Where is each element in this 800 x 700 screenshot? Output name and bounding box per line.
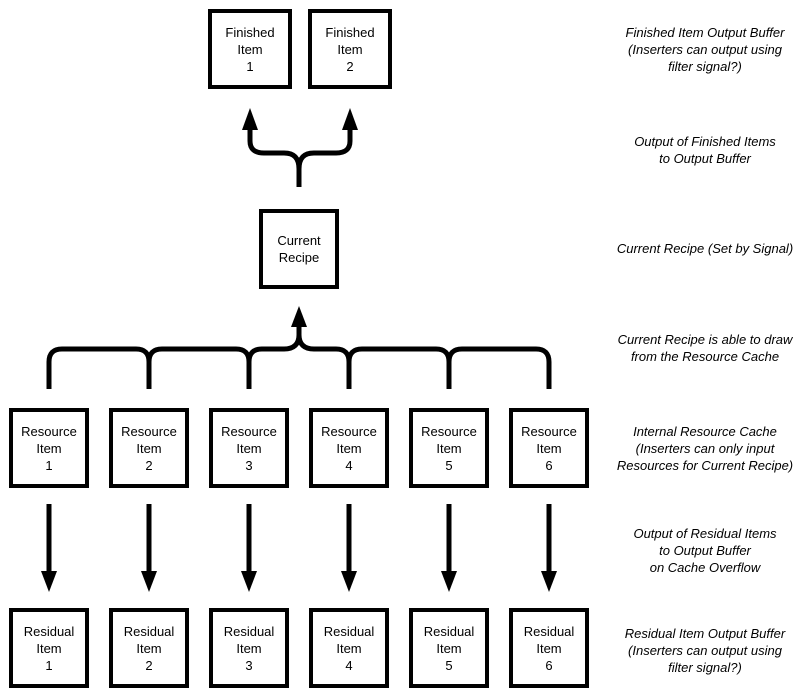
arrowhead-up-finished-1-icon [242,108,258,130]
resource-item-2-label: Resource Item 2 [121,423,177,473]
finished-item-2-box: Finished Item 2 [308,9,392,89]
residual-item-4-label: Residual Item 4 [323,623,375,673]
bus-bridge-2-3-connector [146,346,252,389]
residual-item-2-label: Residual Item 2 [123,623,175,673]
residual-item-3-box: Residual Item 3 [209,608,289,688]
resource-item-2-box: Resource Item 2 [109,408,189,488]
resource-item-1-label: Resource Item 1 [21,423,77,473]
resource-item-4-label: Resource Item 4 [321,423,377,473]
finished-item-1-box: Finished Item 1 [208,9,292,89]
residual-item-6-label: Residual Item 6 [523,623,575,673]
residual-item-1-box: Residual Item 1 [9,608,89,688]
residual-item-1-label: Residual Item 1 [23,623,75,673]
bus-bridge-1-2-connector [46,346,152,389]
annotation-output-finished-items: Output of Finished Items to Output Buffe… [634,134,776,166]
current-recipe-label: Current Recipe [277,233,321,265]
residual-item-5-label: Residual Item 5 [423,623,475,673]
resource-item-3-box: Resource Item 3 [209,408,289,488]
arrowhead-down-residual-6-icon [541,571,557,592]
residual-item-4-box: Residual Item 4 [309,608,389,688]
residual-item-3-label: Residual Item 3 [223,623,275,673]
resource-item-6-box: Resource Item 6 [509,408,589,488]
arrowhead-up-finished-2-icon [342,108,358,130]
fork-to-finished-right-connector [296,130,353,187]
residual-item-6-box: Residual Item 6 [509,608,589,688]
fork-to-finished-left-connector [247,130,302,187]
resource-item-4-box: Resource Item 4 [309,408,389,488]
annotation-residual-output-buffer: Residual Item Output Buffer (Inserters c… [624,626,786,675]
arrowhead-up-current-recipe-icon [291,306,307,327]
annotation-recipe-draws-cache: Current Recipe is able to draw from the … [617,332,793,364]
annotation-internal-resource-cache: Internal Resource Cache (Inserters can o… [616,424,794,473]
resource-item-5-label: Resource Item 5 [421,423,477,473]
bus-bridge-5-6-connector [446,346,552,389]
resource-item-5-box: Resource Item 5 [409,408,489,488]
annotation-current-recipe-signal: Current Recipe (Set by Signal) [616,241,794,256]
residual-item-2-box: Residual Item 2 [109,608,189,688]
finished-item-1-label: Finished Item 1 [225,24,275,74]
bus-bridge-center-4-connector [296,327,352,389]
bus-bridge-3-center-connector [246,327,302,389]
resource-item-3-label: Resource Item 3 [221,423,277,473]
bus-bridge-4-5-connector [346,346,452,389]
resource-item-6-label: Resource Item 6 [521,423,577,473]
residual-item-5-box: Residual Item 5 [409,608,489,688]
arrowhead-down-residual-1-icon [41,571,57,592]
finished-item-2-label: Finished Item 2 [325,24,375,74]
annotation-finished-output-buffer: Finished Item Output Buffer (Inserters c… [625,25,785,74]
arrowhead-down-residual-4-icon [341,571,357,592]
annotation-output-residual-items: Output of Residual Items to Output Buffe… [633,526,777,575]
arrowhead-down-residual-3-icon [241,571,257,592]
current-recipe-box: Current Recipe [259,209,339,289]
resource-item-1-box: Resource Item 1 [9,408,89,488]
arrowhead-down-residual-5-icon [441,571,457,592]
arrowhead-down-residual-2-icon [141,571,157,592]
